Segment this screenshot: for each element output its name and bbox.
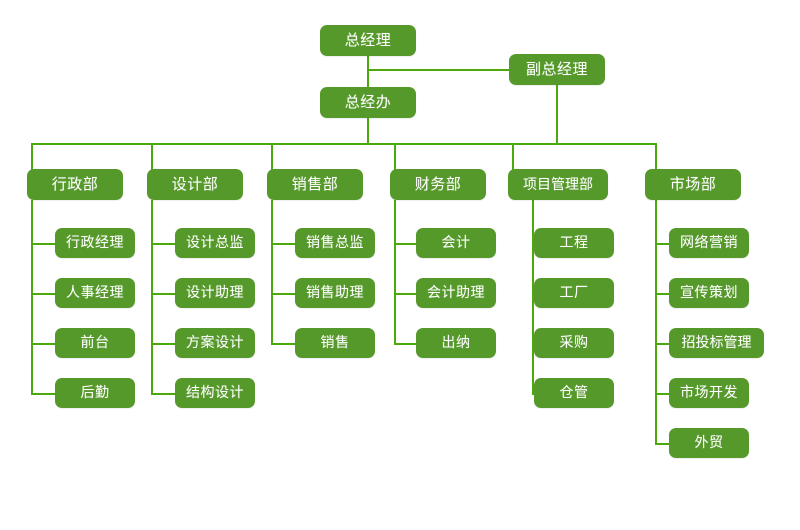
connector-stub-design-1 (151, 243, 175, 245)
leaf-node-admin-4[interactable]: 后勤 (55, 378, 135, 408)
leaf-node-finance-2[interactable]: 会计助理 (416, 278, 496, 308)
leaf-node-admin-1[interactable]: 行政经理 (55, 228, 135, 258)
leaf-node-market-4[interactable]: 市场开发 (669, 378, 749, 408)
leaf-node-design-1[interactable]: 设计总监 (175, 228, 255, 258)
connector-stub-admin-3 (31, 343, 55, 345)
connector-stub-market-5 (655, 443, 675, 445)
connector-bus-drop-admin (31, 143, 33, 173)
connector-bus-drop-market (655, 143, 657, 173)
dept-node-market[interactable]: 市场部 (645, 169, 741, 200)
connector-spine-design (151, 200, 153, 394)
leaf-node-finance-3[interactable]: 出纳 (416, 328, 496, 358)
leaf-node-finance-1[interactable]: 会计 (416, 228, 496, 258)
connector-stub-market-4 (655, 393, 675, 395)
node-deputy-general-manager[interactable]: 副总经理 (509, 54, 605, 85)
leaf-node-sales-1[interactable]: 销售总监 (295, 228, 375, 258)
leaf-node-design-4[interactable]: 结构设计 (175, 378, 255, 408)
leaf-node-design-2[interactable]: 设计助理 (175, 278, 255, 308)
connector-bus-drop-project (512, 143, 514, 173)
dept-node-design[interactable]: 设计部 (147, 169, 243, 200)
connector-stub-sales-2 (271, 293, 295, 295)
connector-gm-to-deputy (367, 69, 510, 71)
connector-spine-finance (394, 200, 396, 344)
connector-stub-admin-1 (31, 243, 55, 245)
leaf-node-project-4[interactable]: 仓管 (534, 378, 614, 408)
leaf-node-market-1[interactable]: 网络营销 (669, 228, 749, 258)
connector-stub-design-2 (151, 293, 175, 295)
connector-stub-design-3 (151, 343, 175, 345)
connector-spine-admin (31, 200, 33, 394)
connector-gm-down (367, 56, 369, 88)
leaf-node-project-3[interactable]: 采购 (534, 328, 614, 358)
connector-stub-sales-1 (271, 243, 295, 245)
connector-stub-market-1 (655, 243, 675, 245)
connector-spine-sales (271, 200, 273, 344)
leaf-node-admin-2[interactable]: 人事经理 (55, 278, 135, 308)
dept-node-admin[interactable]: 行政部 (27, 169, 123, 200)
leaf-node-project-1[interactable]: 工程 (534, 228, 614, 258)
connector-department-bus (31, 143, 656, 145)
connector-stub-finance-2 (394, 293, 416, 295)
leaf-node-market-2[interactable]: 宣传策划 (669, 278, 749, 308)
leaf-node-market-5[interactable]: 外贸 (669, 428, 749, 458)
connector-stub-admin-4 (31, 393, 55, 395)
leaf-node-market-3[interactable]: 招投标管理 (669, 328, 764, 358)
dept-node-project[interactable]: 项目管理部 (508, 169, 608, 200)
leaf-node-sales-3[interactable]: 销售 (295, 328, 375, 358)
node-gm-office[interactable]: 总经办 (320, 87, 416, 118)
connector-deputy-down (556, 85, 558, 144)
node-general-manager[interactable]: 总经理 (320, 25, 416, 56)
connector-stub-finance-3 (394, 343, 416, 345)
leaf-node-design-3[interactable]: 方案设计 (175, 328, 255, 358)
connector-bus-drop-design (151, 143, 153, 173)
connector-bus-drop-sales (271, 143, 273, 173)
leaf-node-admin-3[interactable]: 前台 (55, 328, 135, 358)
connector-stub-market-2 (655, 293, 675, 295)
connector-stub-sales-3 (271, 343, 295, 345)
connector-stub-admin-2 (31, 293, 55, 295)
connector-stub-market-3 (655, 343, 675, 345)
connector-spine-market (655, 200, 657, 444)
connector-stub-finance-1 (394, 243, 416, 245)
connector-bus-drop-finance (394, 143, 396, 173)
dept-node-sales[interactable]: 销售部 (267, 169, 363, 200)
leaf-node-project-2[interactable]: 工厂 (534, 278, 614, 308)
connector-stub-design-4 (151, 393, 175, 395)
connector-gm-office-down (367, 118, 369, 144)
leaf-node-sales-2[interactable]: 销售助理 (295, 278, 375, 308)
connector-spine-project (532, 200, 534, 394)
dept-node-finance[interactable]: 财务部 (390, 169, 486, 200)
